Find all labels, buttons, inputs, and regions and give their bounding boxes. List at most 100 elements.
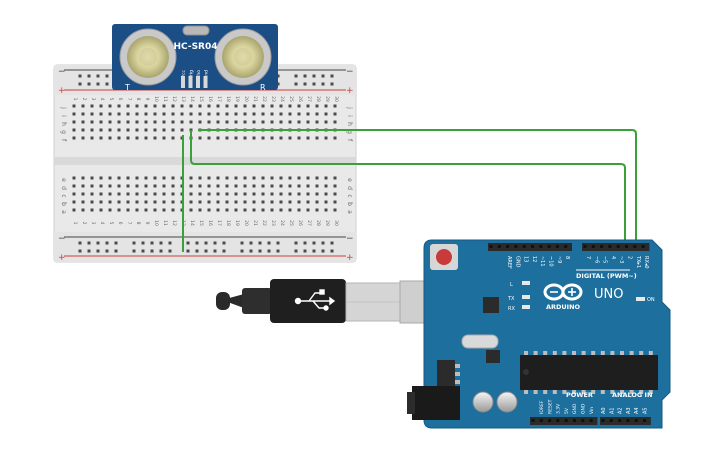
breadboard-hole[interactable] [252,192,256,196]
breadboard-hole[interactable] [315,192,319,196]
header-pin[interactable] [633,245,637,248]
header-pin[interactable] [547,245,551,248]
breadboard-hole[interactable] [72,128,76,132]
breadboard-hole[interactable] [216,112,220,116]
breadboard-hole[interactable] [135,104,139,108]
rail-hole[interactable] [303,82,307,86]
breadboard-hole[interactable] [135,208,139,212]
breadboard-hole[interactable] [315,112,319,116]
header-pin[interactable] [583,245,587,248]
breadboard-hole[interactable] [225,104,229,108]
rail-hole[interactable] [240,241,244,245]
breadboard-hole[interactable] [153,184,157,188]
rail-hole[interactable] [222,249,226,253]
breadboard-hole[interactable] [99,128,103,132]
rail-hole[interactable] [294,82,298,86]
breadboard-hole[interactable] [126,120,130,124]
breadboard-hole[interactable] [198,200,202,204]
breadboard-hole[interactable] [99,120,103,124]
breadboard-hole[interactable] [198,184,202,188]
rail-hole[interactable] [312,241,316,245]
rail-hole[interactable] [159,249,163,253]
breadboard-hole[interactable] [270,112,274,116]
header-pin[interactable] [522,245,526,248]
breadboard-hole[interactable] [108,184,112,188]
rail-hole[interactable] [276,249,280,253]
rail-hole[interactable] [141,241,145,245]
rail-hole[interactable] [249,249,253,253]
breadboard-hole[interactable] [126,192,130,196]
breadboard-hole[interactable] [225,192,229,196]
breadboard-hole[interactable] [297,176,301,180]
breadboard-hole[interactable] [171,104,175,108]
breadboard-hole[interactable] [252,112,256,116]
breadboard-hole[interactable] [324,176,328,180]
breadboard-hole[interactable] [261,120,265,124]
breadboard-hole[interactable] [216,184,220,188]
breadboard-hole[interactable] [189,208,193,212]
breadboard-hole[interactable] [144,200,148,204]
breadboard-hole[interactable] [324,112,328,116]
rail-hole[interactable] [105,74,109,78]
breadboard-hole[interactable] [153,120,157,124]
breadboard-hole[interactable] [234,192,238,196]
rail-hole[interactable] [258,249,262,253]
breadboard-hole[interactable] [270,104,274,108]
rail-hole[interactable] [132,241,136,245]
breadboard-hole[interactable] [207,120,211,124]
breadboard-hole[interactable] [117,104,121,108]
rail-hole[interactable] [222,241,226,245]
breadboard-hole[interactable] [108,104,112,108]
breadboard-hole[interactable] [297,192,301,196]
breadboard-hole[interactable] [306,136,310,140]
breadboard-hole[interactable] [72,120,76,124]
breadboard-hole[interactable] [288,192,292,196]
sensor-pin[interactable] [196,76,200,88]
breadboard-hole[interactable] [180,120,184,124]
breadboard-hole[interactable] [135,200,139,204]
breadboard-hole[interactable] [162,112,166,116]
breadboard-hole[interactable] [243,120,247,124]
header-pin[interactable] [531,419,535,422]
sensor-pin[interactable] [188,76,193,88]
breadboard-hole[interactable] [333,136,337,140]
breadboard-hole[interactable] [135,112,139,116]
breadboard-hole[interactable] [288,120,292,124]
breadboard-hole[interactable] [306,176,310,180]
breadboard-hole[interactable] [108,120,112,124]
rail-hole[interactable] [294,241,298,245]
breadboard-hole[interactable] [333,104,337,108]
rail-hole[interactable] [78,249,82,253]
breadboard-hole[interactable] [333,112,337,116]
rail-hole[interactable] [87,249,91,253]
rail-hole[interactable] [330,241,334,245]
breadboard-hole[interactable] [108,200,112,204]
breadboard-hole[interactable] [333,120,337,124]
breadboard-hole[interactable] [99,136,103,140]
breadboard-hole[interactable] [162,192,166,196]
breadboard-hole[interactable] [315,200,319,204]
header-pin[interactable] [608,245,612,248]
breadboard-hole[interactable] [297,184,301,188]
breadboard-hole[interactable] [81,176,85,180]
rail-hole[interactable] [312,82,316,86]
rail-hole[interactable] [321,249,325,253]
breadboard-hole[interactable] [225,200,229,204]
breadboard-hole[interactable] [153,112,157,116]
breadboard-hole[interactable] [297,208,301,212]
breadboard-hole[interactable] [315,208,319,212]
breadboard-hole[interactable] [117,136,121,140]
breadboard-hole[interactable] [189,104,193,108]
breadboard-hole[interactable] [162,104,166,108]
header-pin[interactable] [581,419,585,422]
breadboard-hole[interactable] [198,192,202,196]
breadboard-hole[interactable] [270,192,274,196]
breadboard-hole[interactable] [108,136,112,140]
breadboard-hole[interactable] [81,104,85,108]
header-pin[interactable] [564,245,568,248]
breadboard-hole[interactable] [72,184,76,188]
rail-hole[interactable] [312,249,316,253]
breadboard-hole[interactable] [279,208,283,212]
breadboard-hole[interactable] [108,176,112,180]
breadboard-hole[interactable] [189,176,193,180]
